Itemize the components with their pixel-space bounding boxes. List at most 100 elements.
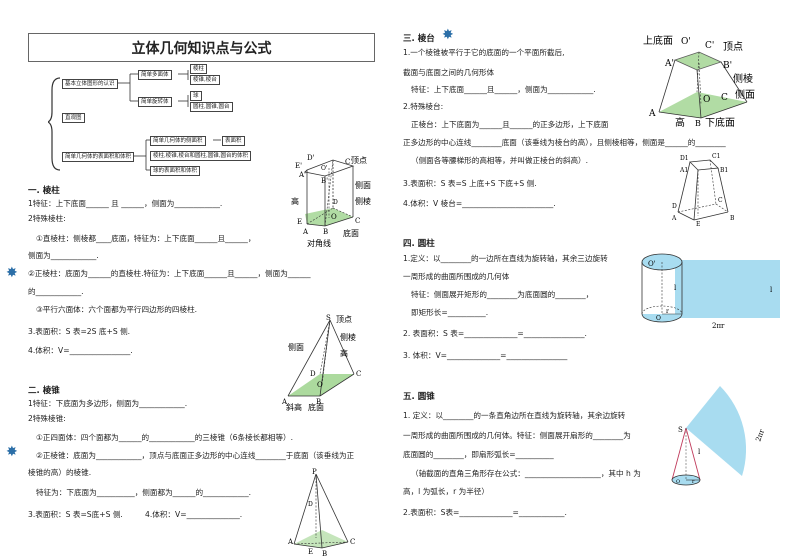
- fig-label: O: [317, 381, 323, 389]
- fig-label: A: [672, 215, 677, 222]
- fig-label: l: [674, 284, 677, 292]
- star-icon: ✸: [6, 265, 18, 281]
- frustum-line-9: 4.体积：V 棱台=________________________.: [403, 199, 556, 208]
- cone-line-1: 1. 定义：以________的一条直角边所在直线为旋转轴，其余边旋转: [403, 411, 626, 420]
- fig-label: 侧棱: [340, 332, 356, 342]
- fig-label: E: [696, 221, 700, 228]
- cylinder-line-3: 特征：侧面展开矩形的________为底面圆的________，: [411, 290, 594, 299]
- cone-line-5: 高，l 为弧长，r 为半径）: [403, 487, 489, 496]
- frustum-line-7: （侧面各等腰梯形的高相等，并叫做正棱台的斜高）.: [411, 156, 589, 165]
- frustum-line-2: 截面与底面之间的几何形体: [403, 68, 495, 77]
- fig-label: B: [730, 215, 735, 222]
- fig-label: C: [356, 370, 361, 378]
- mindmap-root-3: 简单几何体的表面积和体积: [62, 152, 135, 162]
- frustum-line-4: 2.特殊棱台:: [403, 102, 444, 111]
- star-icon: ✸: [442, 27, 454, 43]
- mindmap-sub-surface: 表面积: [222, 136, 245, 146]
- fig-label: B': [723, 61, 732, 71]
- cylinder-line-6: 3. 体积：V=______________=________________: [403, 351, 568, 360]
- tetrahedron-figure: P D A C E B: [287, 468, 355, 558]
- cylinder-figure: O' l r O l 2πr: [641, 253, 780, 330]
- fig-label: r: [692, 479, 695, 485]
- prism-line-2: 2特殊棱柱:: [28, 214, 66, 223]
- mindmap-sub-volume: 棱柱,棱锥,棱台和圆柱,圆锥,圆台的体积: [150, 151, 251, 161]
- frustum-line-1: 1.一个棱锥被平行于它的底面的一个平面所截后,: [403, 48, 565, 57]
- mindmap-sub-polyhedron: 简单多面体: [138, 70, 172, 80]
- mindmap-sub-sphere: 球的表面积和体积: [150, 166, 201, 176]
- fig-label: B: [322, 550, 327, 558]
- page-title: 立体几何知识点与公式: [28, 33, 375, 62]
- prism-line-1: 1特征：上下底面______ 且 ______，侧面为____________.: [28, 199, 223, 208]
- fig-label: 高: [340, 348, 348, 358]
- pyramid-figure: S 顶点 侧棱 侧面 高 D C O A B 斜高 底面: [281, 314, 361, 412]
- frustum-line-3: 特征：上下底面______且______，侧面为____________.: [411, 85, 596, 94]
- fig-label: 上底面: [643, 34, 673, 47]
- fig-label: A: [648, 109, 656, 119]
- frustum-line-5: 正棱台：上下底面为______且______的正多边形，上下底面: [411, 120, 609, 129]
- section-cylinder-heading: 四. 圆柱: [403, 239, 435, 249]
- pyramid-line-7: 3.表面积：S 表=S底+S 侧.: [28, 510, 123, 519]
- fig-label: A1: [679, 167, 688, 174]
- fig-label: O': [648, 260, 656, 268]
- fig-label: 顶点: [336, 315, 352, 324]
- fig-label: r: [666, 308, 669, 315]
- fig-label: B1: [720, 167, 728, 174]
- cone-figure: S l r O 2πr: [671, 386, 766, 486]
- fig-label: D: [333, 199, 338, 206]
- fig-label: D: [310, 370, 316, 378]
- pyramid-line-2: 2特殊棱锥:: [28, 414, 66, 423]
- prism-line-8: 3.表面积：S 表=2S 底+S 侧.: [28, 327, 131, 336]
- mindmap-item-cylinder: 圆柱,圆锥,圆台: [190, 102, 233, 112]
- fig-label: A: [302, 228, 309, 236]
- fig-label: 高: [291, 196, 299, 206]
- section-cone-heading: 五. 圆锥: [403, 392, 435, 402]
- cone-line-4: （轴截面的直角三角形存在公式：____________________，其中 h…: [411, 469, 641, 478]
- pyramid-line-3: ①正四面体：四个面都为______的____________的三棱锥（6条棱长都…: [36, 433, 294, 442]
- fig-label: l: [770, 286, 773, 294]
- prism-line-5: ②正棱柱：底面为______的直棱柱.特征为：上下底面______且______…: [28, 269, 311, 278]
- prism-line-3: ①直棱柱：侧棱都____底面，特征为：上下底面______且______，: [36, 234, 256, 243]
- pyramid-line-8: 4.体积：V=______________.: [145, 510, 243, 519]
- fig-label: E: [308, 548, 313, 556]
- cylinder-line-4: 即矩形长=__________.: [411, 308, 489, 317]
- mindmap-root-1: 基本立体图形的认识: [62, 79, 118, 89]
- fig-label: C: [355, 217, 360, 225]
- fig-label: C1: [712, 153, 720, 160]
- fig-label: 侧棱: [355, 196, 371, 206]
- mindmap-sub-lateral: 简单几何体的侧面积: [150, 136, 206, 146]
- fig-label: 侧面: [355, 180, 371, 190]
- fig-label: A: [287, 538, 294, 546]
- fig-label: O: [331, 213, 337, 221]
- fig-label: D: [308, 501, 313, 508]
- fig-label: E: [297, 218, 302, 226]
- pyramid-line-1: 1特征：下底面为多边形，侧面为____________.: [28, 399, 188, 408]
- fig-label: 顶点: [351, 156, 367, 165]
- fig-label: 斜高: [286, 402, 302, 412]
- fig-label: S: [678, 426, 683, 434]
- fig-label: 侧面: [735, 88, 755, 101]
- fig-label: 顶点: [723, 41, 743, 53]
- fig-label: P: [312, 468, 317, 476]
- fig-label: B: [316, 398, 321, 406]
- fig-label: 高: [675, 116, 685, 129]
- cone-line-6: 2.表面积：S表=______________=____________.: [403, 508, 567, 517]
- fig-label: O': [321, 165, 328, 172]
- frustum-line-6: 正多边形的中心连线________底面（该垂线为棱台的高），且侧棱相等，侧面是_…: [403, 138, 726, 147]
- fig-label: E': [295, 162, 302, 170]
- pyramid-line-4: ②正棱锥：底面为____________，顶点与底面正多边形的中心连线_____…: [36, 451, 355, 460]
- frustum-figure: 上底面 O' C' 顶点 A' B' 侧棱 侧面 A O C 高 下底面 B: [643, 34, 755, 129]
- fig-label: C: [350, 538, 355, 546]
- fig-label: l: [698, 448, 701, 456]
- fig-label: O': [681, 37, 691, 47]
- fig-label: 侧棱: [733, 72, 753, 85]
- fig-label: 下底面: [705, 116, 735, 129]
- prism-figure: D' C' A' B' E' O' 顶点 侧面 侧棱 高 D E O C A B…: [291, 154, 371, 248]
- cone-line-2: 一周形成的曲面所围成的几何体。特征：侧面展开扇形的________为: [403, 431, 631, 440]
- mindmap-item-pyramid: 棱锥,棱台: [190, 75, 220, 85]
- fig-label: C': [345, 158, 352, 166]
- frustum2-figure: D1 C1 A1 B1 D C A E B: [672, 153, 735, 228]
- fig-label: D1: [680, 155, 689, 162]
- fig-label: S: [326, 314, 331, 322]
- fig-label: D': [307, 154, 315, 162]
- fig-label: A: [281, 398, 288, 406]
